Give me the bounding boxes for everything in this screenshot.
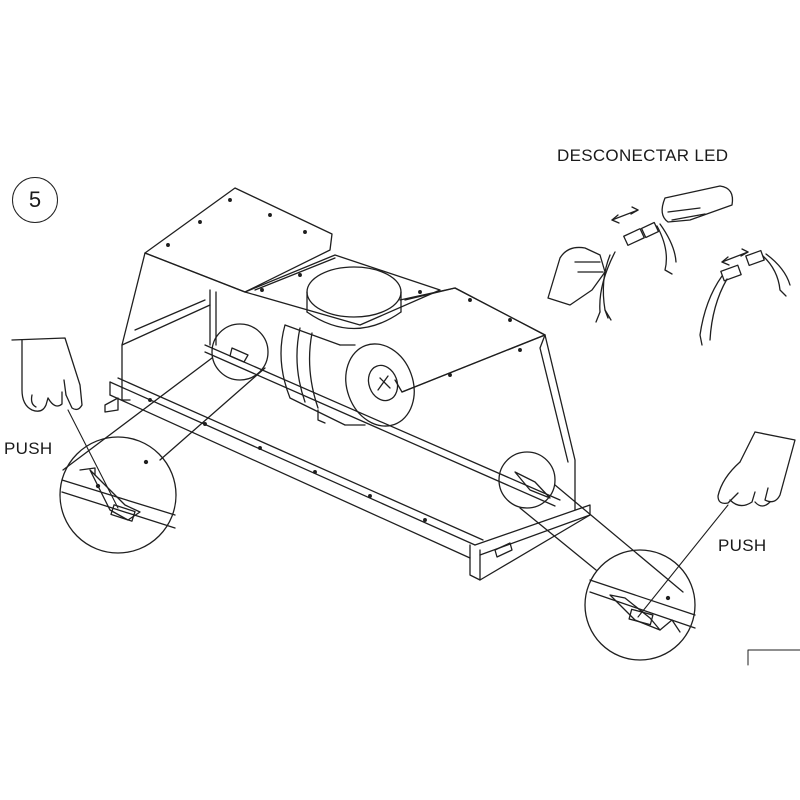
- left-detail-callout: [59, 323, 269, 554]
- disconnect-led-label: DESCONECTAR LED: [557, 146, 729, 165]
- step-number-badge: 5: [12, 177, 58, 223]
- push-label-right: PUSH: [718, 536, 767, 555]
- led-connector-detail: [547, 185, 791, 346]
- left-pushing-hand: [11, 337, 83, 412]
- right-push-arrow: [637, 504, 729, 618]
- step-number: 5: [28, 187, 42, 212]
- push-label-left: PUSH: [4, 439, 53, 458]
- hood-body: [104, 187, 591, 581]
- blower-motor: [280, 266, 415, 427]
- left-push-arrow: [67, 409, 119, 509]
- page-edge-mark: [747, 649, 800, 666]
- right-detail-callout: [498, 451, 696, 661]
- right-pushing-hand: [717, 431, 796, 507]
